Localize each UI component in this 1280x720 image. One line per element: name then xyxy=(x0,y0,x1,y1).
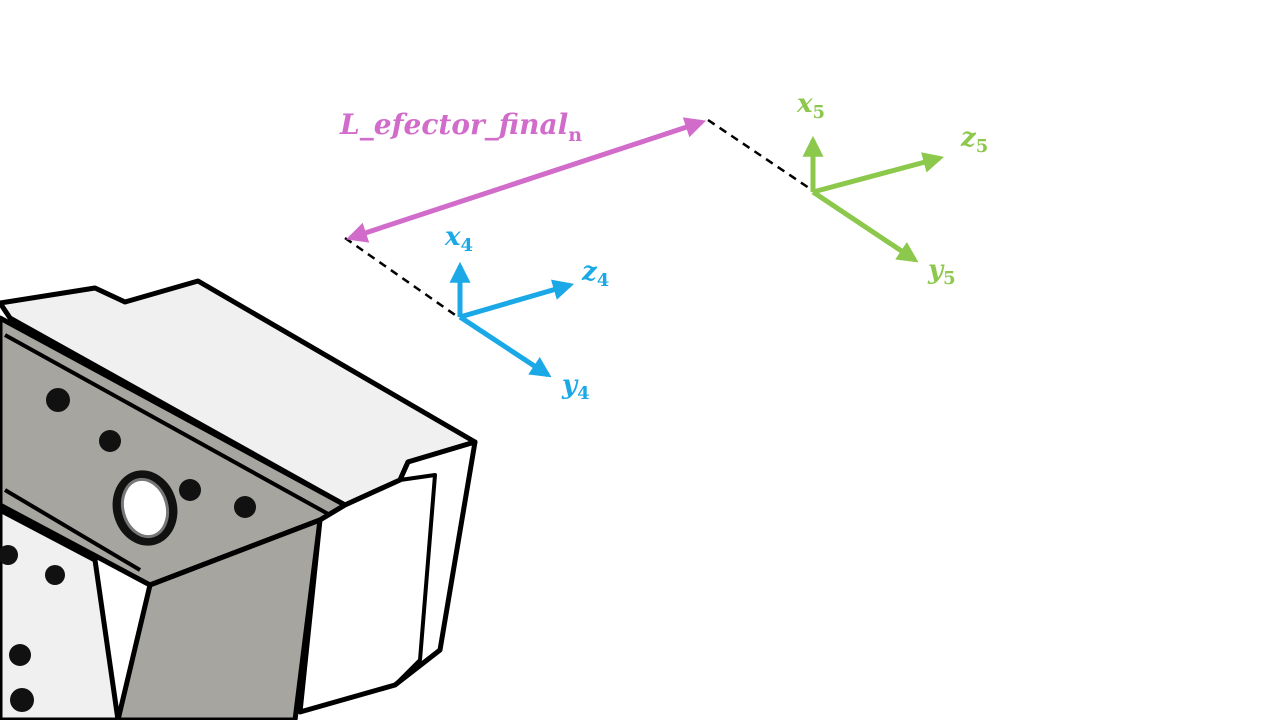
dashed-connector-4 xyxy=(344,236,459,319)
frame4-z-label: z4 xyxy=(581,257,609,291)
part-edge-strip xyxy=(4,333,331,517)
end-effector-link-arrow xyxy=(346,117,706,243)
part-vertical-edge xyxy=(296,519,322,713)
part-hole xyxy=(9,644,31,666)
frame4-y-label: y4 xyxy=(561,370,590,404)
frame-5 xyxy=(802,135,945,263)
frame5-z-label: z5 xyxy=(960,123,988,157)
part-hole xyxy=(234,496,256,518)
frame5-y-axis xyxy=(811,189,919,263)
frame5-y-label: y5 xyxy=(927,255,956,289)
frame4-x-label: x4 xyxy=(444,222,473,256)
part-hole xyxy=(0,545,18,565)
part-holes xyxy=(0,388,256,712)
link-label: L_efector_finaln xyxy=(339,108,582,146)
part-side-slot xyxy=(393,473,437,687)
frame4-z-axis xyxy=(459,279,575,320)
part-lower-face xyxy=(115,517,323,720)
part-hole xyxy=(10,688,34,712)
part-hole xyxy=(46,388,70,412)
frame5-x-label: x5 xyxy=(796,89,825,123)
frame-4 xyxy=(449,261,575,378)
frame5-z-axis xyxy=(812,152,945,195)
part-bore xyxy=(112,470,178,546)
dashed-connector-5 xyxy=(707,118,813,192)
part-hole xyxy=(45,565,65,585)
part-edge-strip-2 xyxy=(3,488,142,572)
end-effector-block-icon xyxy=(0,278,478,720)
part-hole xyxy=(179,479,201,501)
part-lower-block xyxy=(0,507,121,720)
part-hole xyxy=(99,430,121,452)
frame4-y-axis xyxy=(458,314,552,378)
